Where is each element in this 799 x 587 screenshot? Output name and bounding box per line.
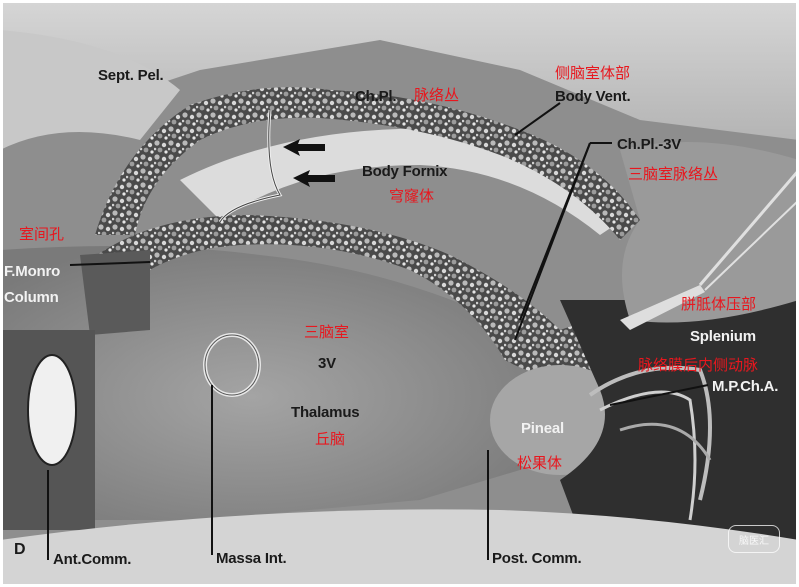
label-splenium: Splenium (690, 328, 756, 345)
label-third-vent-zh: 三脑室 (304, 323, 350, 341)
label-body-fornix: Body Fornix (362, 163, 448, 180)
panel-letter: D (14, 541, 26, 558)
label-column: Column (4, 289, 59, 306)
label-thalamus: Thalamus (291, 404, 360, 421)
label-pineal: Pineal (521, 420, 564, 437)
label-sept-pel: Sept. Pel. (98, 67, 164, 84)
label-massa-int: Massa Int. (216, 550, 287, 567)
label-third-vent: 3V (318, 355, 336, 372)
label-body-fornix-zh: 穹窿体 (389, 187, 435, 205)
label-ch-pl: Ch.Pl. (355, 88, 397, 105)
label-post-comm: Post. Comm. (492, 550, 582, 567)
label-ant-comm: Ant.Comm. (53, 551, 132, 568)
arrow-icon (283, 139, 335, 187)
label-ch-pl-zh: 脉络丛 (414, 86, 460, 104)
label-body-vent-zh: 侧脑室体部 (555, 64, 631, 82)
label-ch-pl-3v: Ch.Pl.-3V (617, 136, 682, 153)
label-mpcha-zh: 脉络膜后内侧动脉 (638, 356, 759, 374)
label-f-monro: F.Monro (4, 263, 61, 280)
label-splenium-zh: 胼胝体压部 (681, 295, 757, 313)
label-thalamus-zh: 丘脑 (315, 430, 346, 448)
label-pineal-zh: 松果体 (517, 454, 563, 472)
label-body-vent: Body Vent. (555, 88, 631, 105)
label-ch-pl-3v-zh: 三脑室脉络丛 (628, 165, 719, 183)
watermark-logo: 脑医汇 (728, 525, 780, 553)
label-mpcha: M.P.Ch.A. (712, 378, 779, 395)
label-foramen-zh: 室间孔 (19, 225, 65, 243)
